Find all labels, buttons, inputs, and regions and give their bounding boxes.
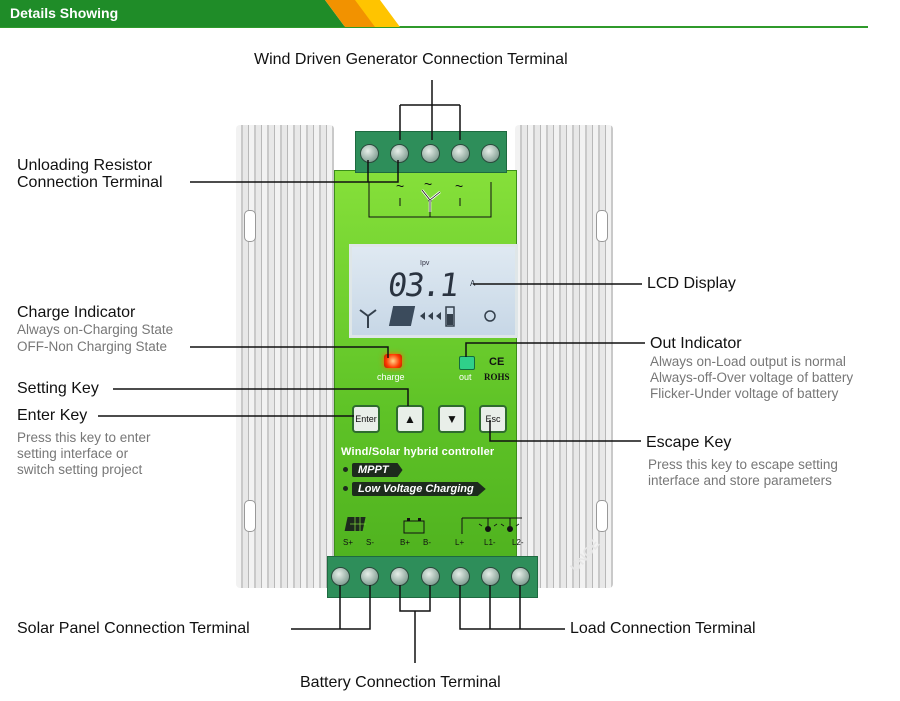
out-led-label: out xyxy=(459,372,472,382)
terminal-label-l1: L1- xyxy=(484,538,496,547)
right-mount-hole-bottom xyxy=(596,500,608,532)
down-key[interactable]: ▼ xyxy=(438,405,466,433)
escape-key[interactable]: Esc xyxy=(479,405,507,433)
out-indicator-desc-1: Always on-Load output is normal xyxy=(650,354,846,369)
controller-front-panel xyxy=(334,170,517,567)
terminal-label-l-plus: L+ xyxy=(455,538,465,547)
ce-mark: CE xyxy=(489,356,505,368)
rohs-mark: ROHS xyxy=(484,372,510,382)
enter-key[interactable]: Enter xyxy=(352,405,380,433)
mppt-bullet xyxy=(343,467,348,472)
label-enter-key: Enter Key xyxy=(17,407,88,424)
lcd-icons xyxy=(359,306,496,328)
label-setting-key: Setting Key xyxy=(17,380,99,397)
label-lcd-display: LCD Display xyxy=(647,275,736,292)
solar-panel-icon xyxy=(344,517,366,531)
label-charge-indicator: Charge Indicator xyxy=(17,304,136,321)
low-voltage-bullet xyxy=(343,486,348,491)
charge-indicator-desc-1: Always on-Charging State xyxy=(17,322,174,337)
enter-key-desc-1: Press this key to enter xyxy=(17,430,151,445)
out-led xyxy=(459,356,475,370)
page-title: Details Showing xyxy=(10,5,119,21)
terminal-label-b-plus: B+ xyxy=(400,538,411,547)
top-terminal-screw-5[interactable] xyxy=(481,144,500,163)
label-escape-key: Escape Key xyxy=(646,434,732,451)
wind-turbine-symbol xyxy=(368,182,492,218)
lcd-display xyxy=(349,244,518,338)
wind-phase-tilde-1: ~ xyxy=(396,178,405,194)
enter-key-desc-2: setting interface or xyxy=(17,446,129,461)
terminal-label-s-plus: S+ xyxy=(343,538,354,547)
label-battery-terminal: Battery Connection Terminal xyxy=(300,674,501,691)
right-mount-hole xyxy=(596,210,608,242)
charge-led-label: charge xyxy=(377,372,405,382)
setting-up-key[interactable]: ▲ xyxy=(396,405,424,433)
lcd-unit: A xyxy=(470,279,476,288)
controller-title: Wind/Solar hybrid controller xyxy=(341,446,495,458)
out-indicator-desc-3: Flicker-Under voltage of battery xyxy=(650,386,839,401)
escape-key-desc-1: Press this key to escape setting xyxy=(648,457,838,472)
label-load-terminal: Load Connection Terminal xyxy=(570,620,756,637)
load-lamp-icons xyxy=(461,517,522,534)
left-mount-hole-bottom xyxy=(244,500,256,532)
top-terminal-screw-1[interactable] xyxy=(360,144,379,163)
top-terminal-screw-4[interactable] xyxy=(451,144,470,163)
battery-icon xyxy=(403,518,425,534)
lcd-ipv-label: Ipv xyxy=(420,260,430,267)
terminal-label-b-minus: B- xyxy=(423,538,431,547)
top-terminal-screw-3[interactable] xyxy=(421,144,440,163)
terminal-label-s-minus: S- xyxy=(366,538,374,547)
top-terminal-screw-2[interactable] xyxy=(390,144,409,163)
low-voltage-badge: Low Voltage Charging xyxy=(352,482,486,496)
label-solar-terminal: Solar Panel Connection Terminal xyxy=(17,620,250,637)
header-rule xyxy=(0,26,868,28)
header-tab xyxy=(0,0,345,27)
mppt-badge: MPPT xyxy=(352,463,403,477)
escape-key-desc-2: interface and store parameters xyxy=(648,473,832,488)
wind-phase-tilde-3: ~ xyxy=(455,178,464,194)
enter-key-desc-3: switch setting project xyxy=(17,462,143,477)
wind-phase-tilde-2: ~ xyxy=(424,176,433,192)
left-mount-hole xyxy=(244,210,256,242)
out-indicator-desc-2: Always-off-Over voltage of battery xyxy=(650,370,854,385)
label-out-indicator: Out Indicator xyxy=(650,335,742,352)
label-wind-terminal: Wind Driven Generator Connection Termina… xyxy=(254,51,568,68)
label-unloading-line2: Connection Terminal xyxy=(17,174,163,191)
charge-indicator-desc-2: OFF-Non Charging State xyxy=(17,339,168,354)
terminal-label-l2: L2- xyxy=(512,538,524,547)
label-unloading-line1: Unloading Resistor xyxy=(17,157,153,174)
